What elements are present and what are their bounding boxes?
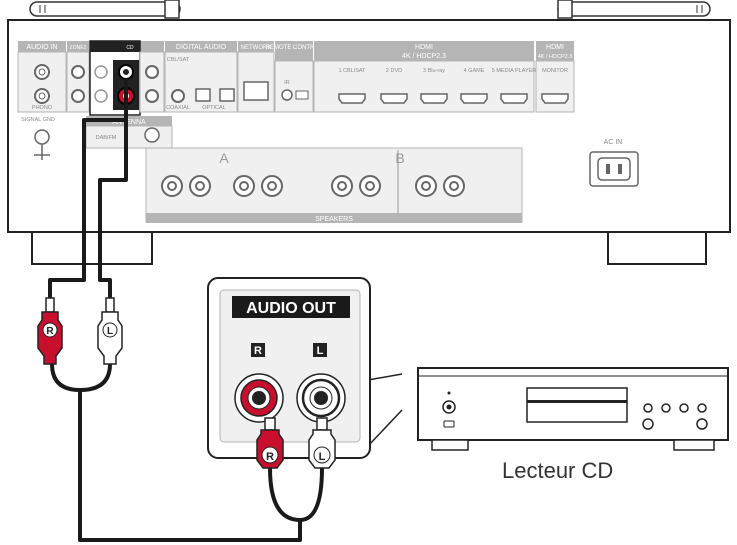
device-caption: Lecteur CD [502, 458, 613, 483]
jack-red [234, 373, 284, 423]
label-remote-control: REMOTE CONTROL [266, 45, 323, 51]
audio-out-callout: AUDIO OUT R L [207, 277, 403, 459]
label-hdmi: HDMI [415, 44, 433, 51]
extra-analog-jacks [145, 65, 159, 103]
digital-audio-jacks: COAXIAL OPTICAL CBL/SAT [166, 57, 235, 111]
ac-inlet: AC IN [589, 139, 639, 187]
left-antenna-icon [29, 0, 181, 19]
label-phono: PHONO [32, 105, 53, 111]
white-plug-bottom: L [308, 417, 336, 469]
label-dab-fm: DAB/FM [96, 135, 117, 141]
label-network: NETWORK [241, 45, 272, 51]
hdmi-input-4-label: 4 GAME [464, 68, 485, 74]
red-plug-top: R [37, 297, 63, 365]
hdmi-monitor-port: MONITOR [541, 68, 569, 104]
ir-port: IR [281, 80, 309, 101]
red-plug-top-label: R [46, 326, 54, 337]
right-antenna-icon [557, 0, 711, 19]
ethernet-port-icon [243, 81, 269, 101]
label-coaxial: COAXIAL [166, 105, 190, 111]
right-foot [607, 231, 707, 265]
label-hdmi-out: HDMI [546, 44, 564, 51]
jack-white [296, 373, 346, 423]
label-antenna: ANTENNA [112, 119, 146, 126]
receiver-rear-panel: AUDIO IN ZONE2 DIGITAL AUDIO NETWORK REM… [7, 0, 731, 265]
label-zone2: ZONE2 [70, 45, 87, 51]
transport-buttons-icon [642, 403, 708, 430]
label-hdmi-out-sub: 4K / HDCP2.3 [538, 54, 573, 60]
disc-tray [526, 387, 628, 423]
rca-cable [48, 79, 324, 542]
antenna-jack-icon [144, 127, 160, 143]
hdmi-input-1-label: 1 CBL/SAT [338, 68, 366, 74]
label-digital-audio: DIGITAL AUDIO [176, 44, 227, 51]
label-hdcp: 4K / HDCP2.3 [402, 53, 446, 60]
label-ac-in: AC IN [604, 139, 623, 146]
label-cd-section: CD [126, 45, 134, 51]
label-speakers-a: A [219, 150, 229, 166]
label-signal-gnd: SIGNAL GND [21, 117, 55, 123]
label-optical: OPTICAL [202, 105, 226, 111]
speaker-terminals: SPEAKERS A B [145, 147, 523, 223]
white-plug-top-label: L [107, 326, 113, 337]
label-audio-in: AUDIO IN [26, 44, 57, 51]
left-foot [31, 231, 153, 265]
label-cbl-sat: CBL/SAT [167, 57, 190, 63]
label-ir: IR [284, 80, 290, 86]
white-plug-bottom-label: L [319, 451, 326, 463]
cd-player [417, 367, 729, 451]
hdmi-input-2-label: 2 DVD [386, 68, 402, 74]
usb-port-icon [443, 420, 455, 428]
ground-terminal-icon [34, 129, 50, 160]
jack-label-l: L [317, 345, 324, 357]
white-plug-top: L [97, 297, 123, 365]
label-monitor: MONITOR [542, 68, 568, 74]
label-speakers-b: B [395, 150, 404, 166]
hdmi-input-5-label: 5 MEDIA PLAYER [492, 68, 537, 74]
hdmi-input-3-label: 3 Blu-ray [423, 68, 445, 74]
zone2-jacks [71, 65, 85, 103]
red-plug-bottom: R [256, 417, 284, 469]
hdmi-input-ports: 1 CBL/SAT 2 DVD 3 Blu-ray 4 GAME 5 MEDIA… [338, 68, 537, 104]
label-speakers: SPEAKERS [315, 216, 353, 223]
red-plug-bottom-label: R [266, 451, 274, 463]
jack-label-r: R [254, 345, 262, 357]
audio-out-title: AUDIO OUT [246, 300, 336, 317]
phono-jacks: PHONO [32, 64, 53, 111]
